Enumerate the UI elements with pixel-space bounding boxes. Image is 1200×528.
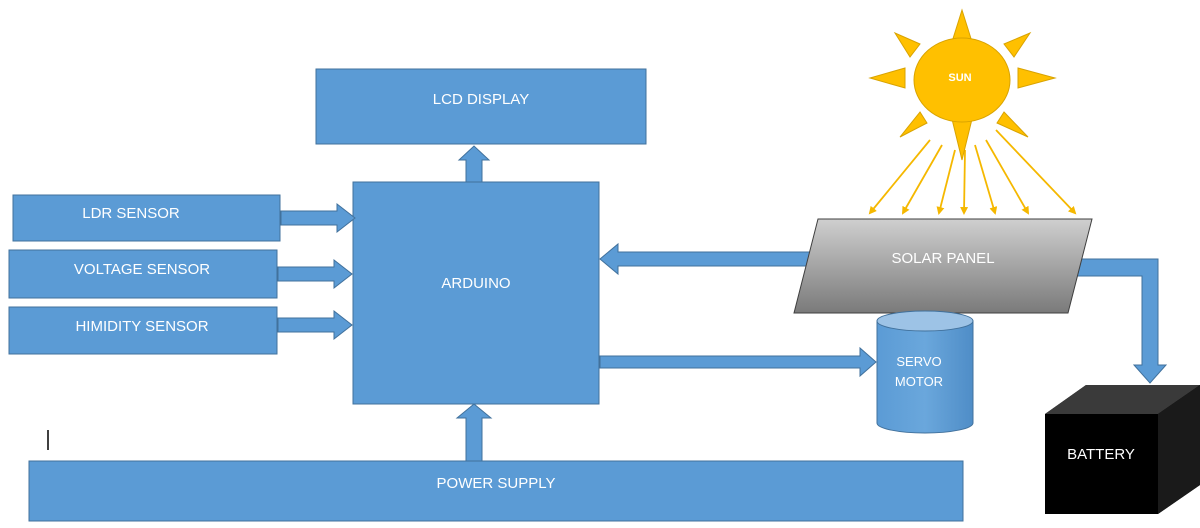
power-supply-block: POWER SUPPLY [28,460,964,522]
arrow-ldr-to-arduino [280,202,356,234]
arrow-voltage-to-arduino [277,258,353,290]
voltage-sensor-label: VOLTAGE SENSOR [74,261,210,278]
power-supply-label: POWER SUPPLY [437,475,556,492]
solar-panel: SOLAR PANEL [793,218,1093,314]
humidity-sensor-block: HIMIDITY SENSOR [8,306,278,355]
lcd-display-label: LCD DISPLAY [433,91,529,108]
solar-panel-label: SOLAR PANEL [891,250,994,267]
arrow-arduino-to-lcd [457,145,491,183]
servo-label-line2: MOTOR [895,374,943,389]
humidity-sensor-label: HIMIDITY SENSOR [75,318,208,335]
battery-label: BATTERY [1067,446,1135,463]
arduino-block: ARDUINO [352,181,600,405]
sun-icon: SUN [868,8,1057,161]
voltage-sensor-block: VOLTAGE SENSOR [8,249,278,299]
arrow-humidity-to-arduino [277,309,353,341]
arrow-power-to-arduino [455,403,493,462]
sun-rays [868,129,1077,215]
servo-label-line1: SERVO [896,354,941,369]
battery: BATTERY [1045,385,1200,514]
ldr-sensor-label: LDR SENSOR [82,205,180,222]
ldr-sensor-block: LDR SENSOR [12,194,281,242]
arrow-arduino-to-servo [599,346,877,378]
arduino-label: ARDUINO [441,275,510,292]
lcd-display-block: LCD DISPLAY [315,68,647,145]
arrow-solar-to-battery [1074,258,1168,384]
sun-label: SUN [948,72,971,84]
servo-motor: SERVO MOTOR [876,310,974,434]
arrow-solar-to-arduino [599,242,811,276]
